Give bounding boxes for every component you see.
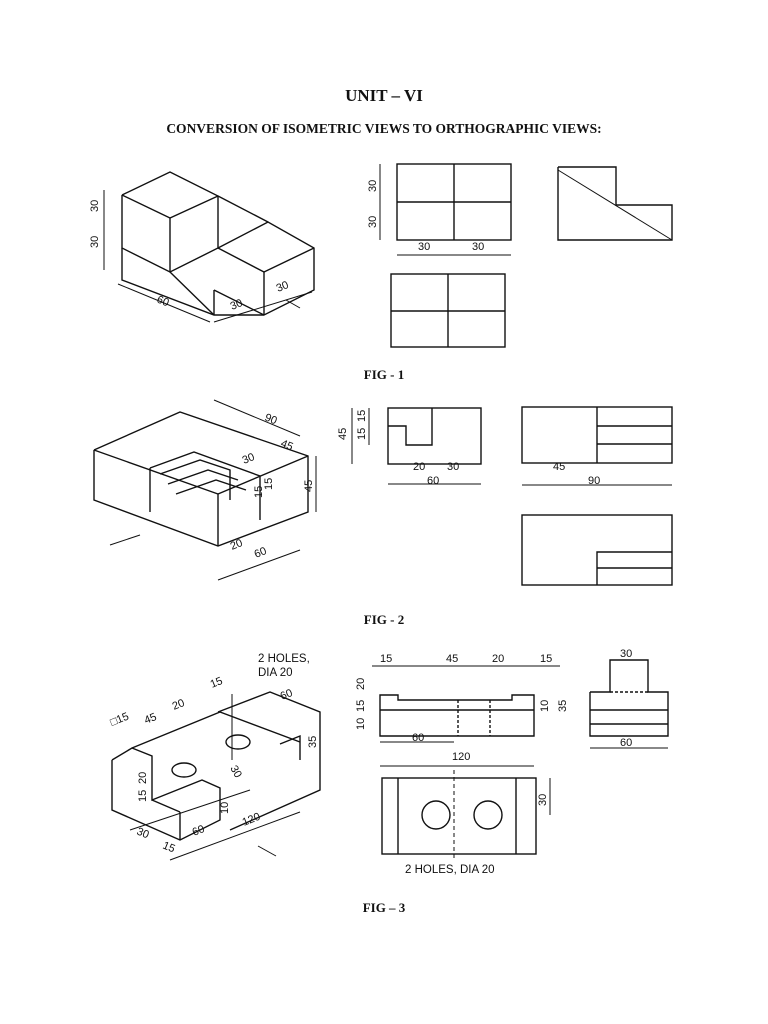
fig3-top-view [381,770,551,860]
fig3-dim: 35 [557,700,569,712]
fig1-dim: 30 [229,297,245,313]
fig2-dim: 20 [413,461,425,473]
fig1-dim: 30 [275,279,291,295]
fig3-dim: 60 [191,823,207,839]
fig3-caption: FIG – 3 [362,900,406,915]
fig3-dim: 20 [171,697,187,713]
fig1-dim: 30 [367,180,379,192]
fig3-dim: 30 [135,826,151,842]
fig3-dim: 60 [412,732,424,744]
fig2-dim: 90 [588,475,600,487]
fig2-dim: 60 [427,475,439,487]
fig1-dim: 30 [418,241,430,253]
fig2-dim: 30 [447,461,459,473]
fig3-side-view [589,659,669,749]
fig3-dim: 30 [227,764,244,781]
fig1-dim: 30 [89,200,101,212]
fig3-dim: 15 [161,840,177,856]
dimension-labels: 30 30 60 30 30 30 30 30 30 90 45 30 15 1… [89,180,632,876]
page-title: UNIT – VI [345,86,423,105]
fig3-dim: 45 [446,653,458,665]
fig3-dim: □15 [109,711,131,729]
fig2-caption: FIG - 2 [363,612,405,627]
fig1-dim: 30 [89,236,101,248]
fig3-front-view [372,665,560,767]
fig3-dim: 10 [219,802,231,814]
fig3-dim: 15 [355,700,367,712]
fig2-dim: 30 [241,451,257,467]
fig2-dim: 60 [253,545,269,561]
section-heading: CONVERSION OF ISOMETRIC VIEWS TO ORTHOGR… [166,121,602,136]
fig2-dim: 45 [303,480,315,492]
fig3-note: 2 HOLES, DIA 20 [405,864,495,876]
fig2-dim: 90 [263,412,279,428]
fig1-isometric-view [103,171,315,323]
fig2-top-view [521,514,673,586]
fig1-caption: FIG - 1 [363,367,405,382]
fig3-dim: 15 [209,675,225,691]
fig3-dim: 15 [137,790,149,802]
fig3-dim: 30 [620,648,632,660]
fig1-dim: 30 [367,216,379,228]
fig3-dim: 60 [620,737,632,749]
fig1-side-view [557,166,673,241]
fig2-front-view [351,407,482,485]
fig3-dim: 30 [537,794,549,806]
fig3-dim: 35 [307,736,319,748]
fig1-front-view [379,163,512,256]
fig3-dim: 20 [492,653,504,665]
fig3-dim: 10 [539,700,551,712]
fig3-dim: 20 [137,772,149,784]
fig3-dim: 15 [540,653,552,665]
fig2-dim: 15 [356,410,368,422]
fig3-dim: 10 [355,718,367,730]
fig3-dim: 120 [241,811,263,829]
fig3-note: DIA 20 [258,667,293,679]
fig2-dim: 15 [263,478,275,490]
fig2-dim: 45 [337,428,349,440]
fig2-isometric-view [93,399,317,581]
fig3-dim: 120 [452,751,470,763]
fig3-dim: 60 [279,687,295,703]
fig2-dim: 15 [253,486,265,498]
fig3-dim: 45 [143,711,159,727]
fig1-top-view [390,273,506,348]
fig3-note: 2 HOLES, [258,653,310,665]
fig1-dim: 30 [472,241,484,253]
fig3-dim: 20 [355,678,367,690]
fig2-side-view [521,406,673,486]
fig3-isometric-view [111,691,321,861]
fig2-dim: 45 [553,461,565,473]
fig2-dim: 45 [279,438,295,454]
fig1-dim: 60 [155,294,171,310]
fig2-dim: 15 [356,428,368,440]
fig3-dim: 15 [380,653,392,665]
fig2-dim: 20 [229,537,245,553]
